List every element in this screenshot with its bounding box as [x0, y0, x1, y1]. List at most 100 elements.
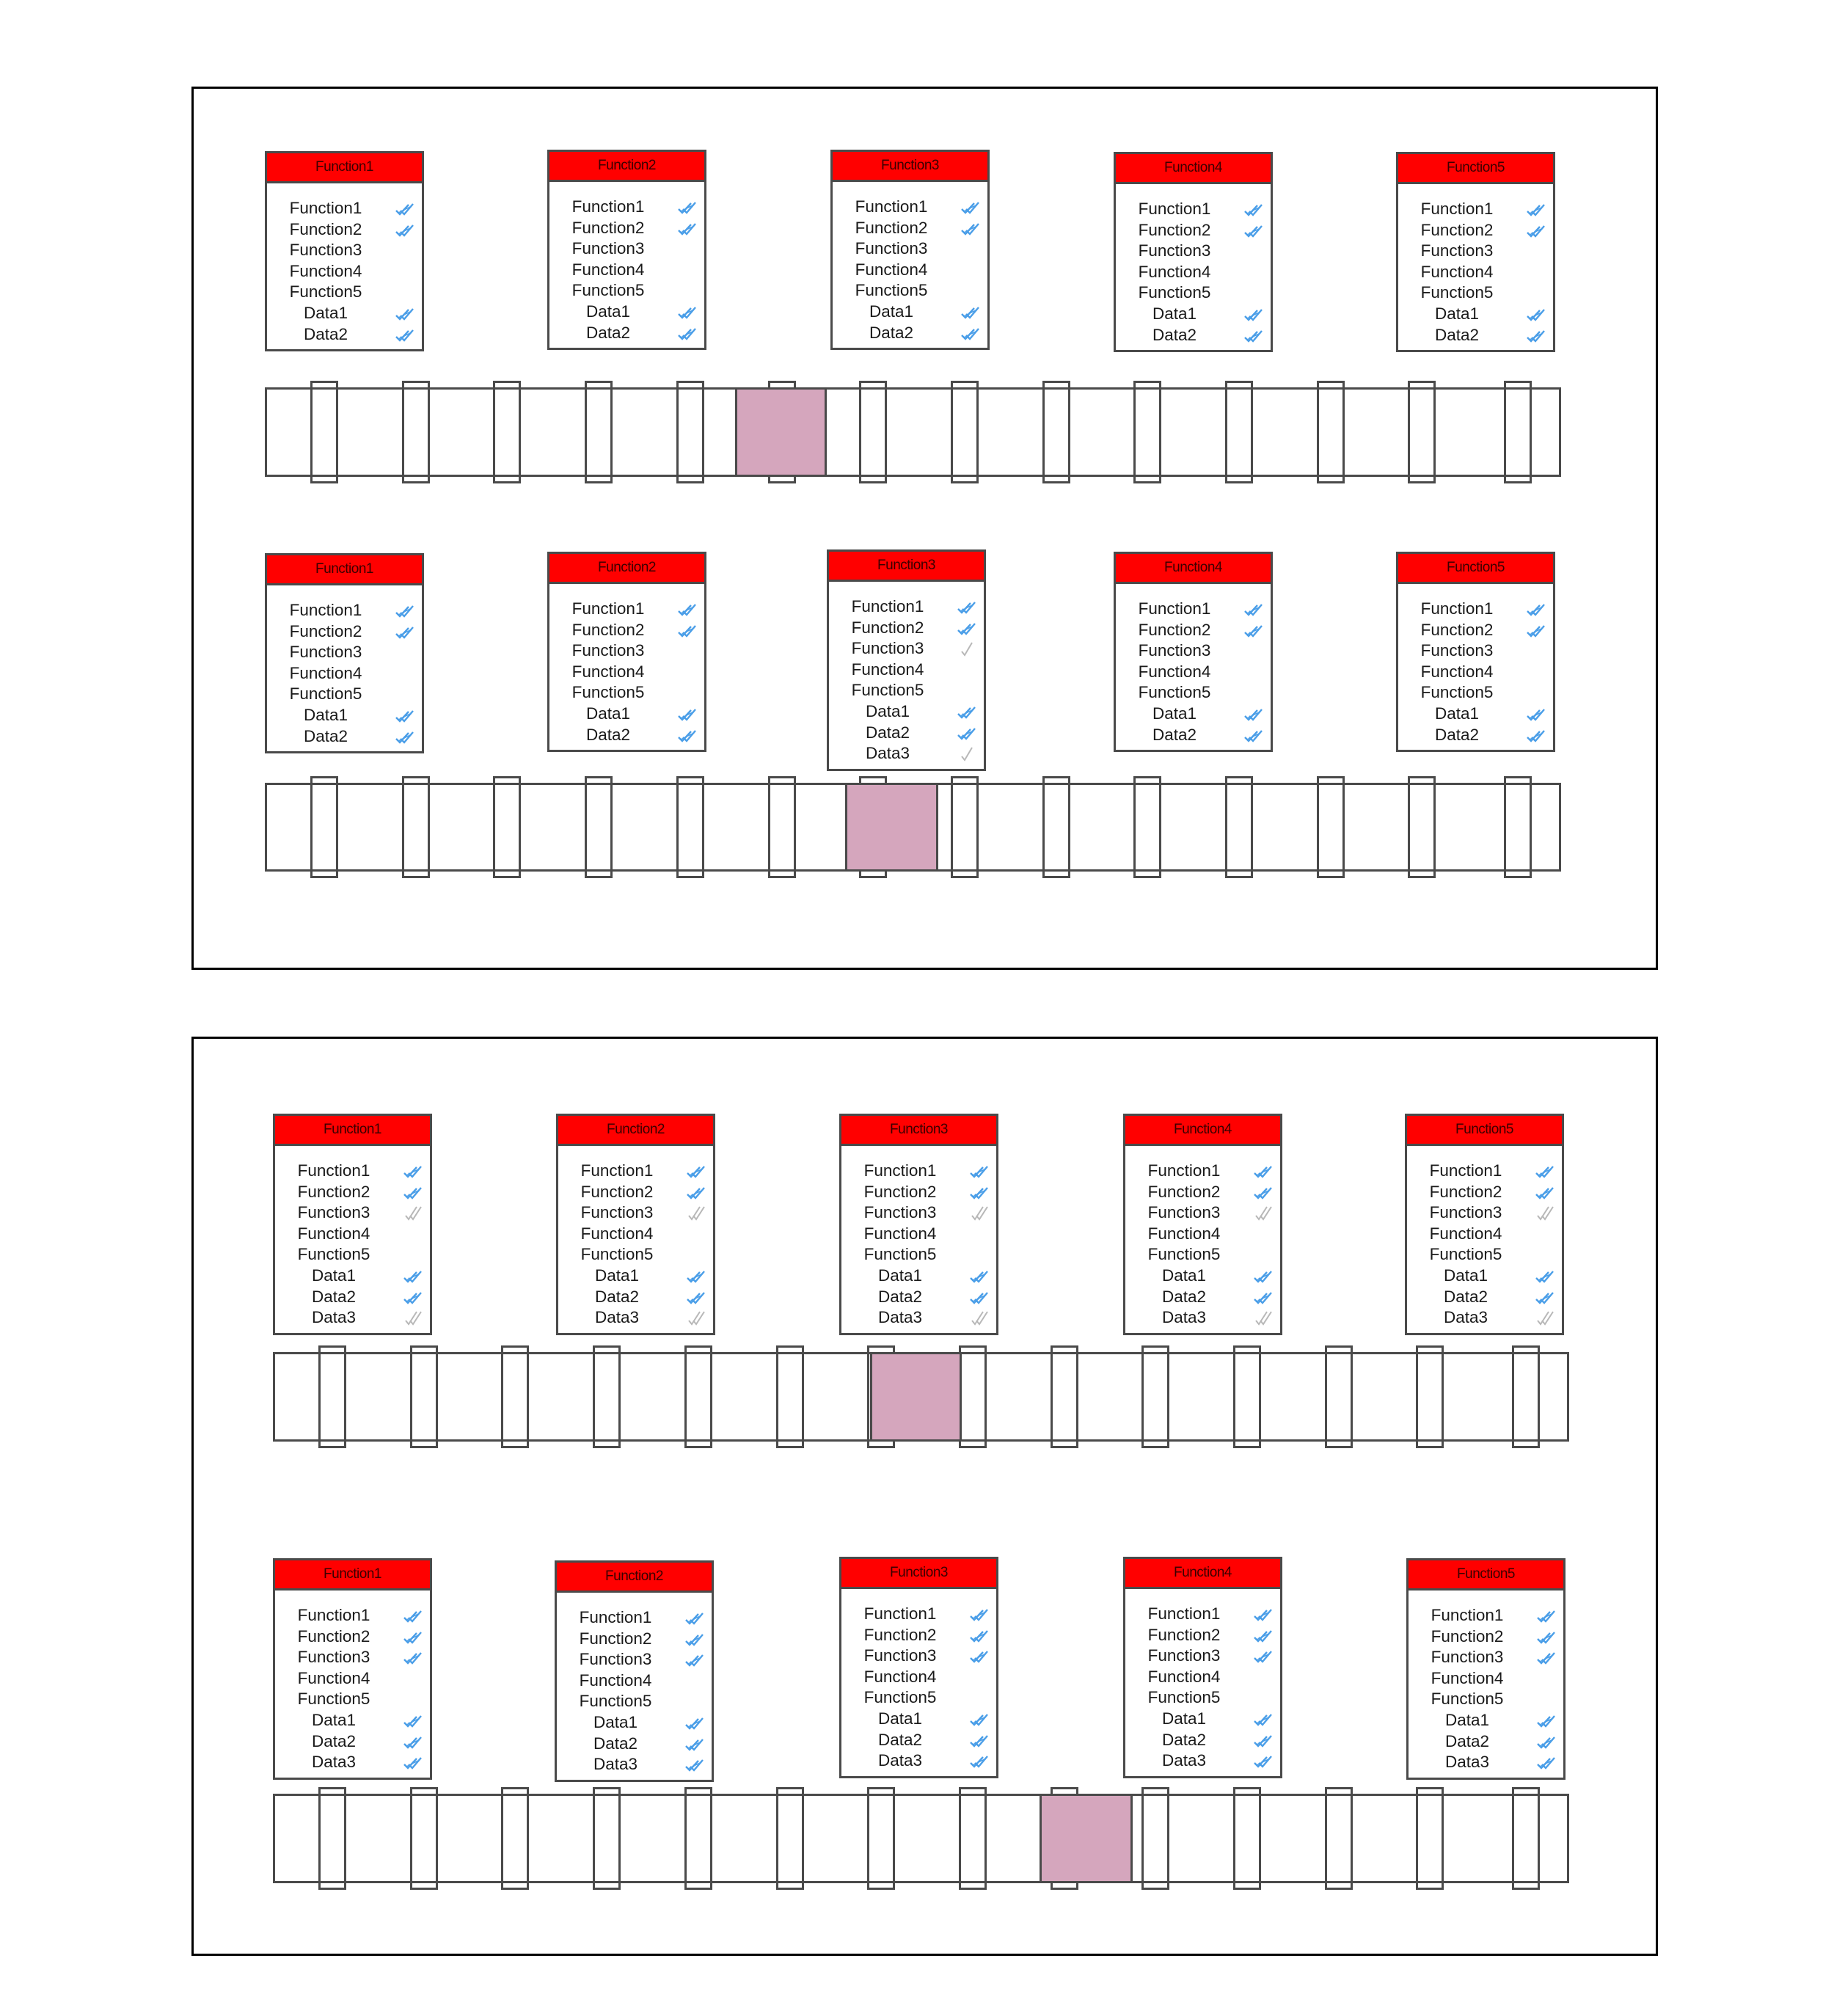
list-item: Data3	[829, 743, 984, 764]
track-rail	[265, 387, 1561, 477]
item-label: Function4	[1147, 1224, 1221, 1243]
list-item: Function5	[275, 1244, 430, 1266]
item-label: Function5	[1147, 1688, 1221, 1707]
item-label: Function1	[571, 599, 645, 618]
double-check-icon	[1252, 1753, 1274, 1769]
list-item: Data1	[275, 1266, 430, 1287]
track-slot	[1408, 381, 1436, 483]
track-slot	[493, 381, 521, 483]
list-item: Function4	[833, 260, 987, 281]
double-check-icon	[394, 200, 416, 216]
track-slot	[959, 1787, 987, 1890]
item-label: Data3	[1443, 1308, 1488, 1327]
item-label: Function3	[855, 239, 928, 258]
item-label: Function2	[579, 1629, 652, 1648]
item-label: Function1	[1147, 1161, 1221, 1180]
item-label: Function5	[571, 683, 645, 702]
double-check-icon	[956, 599, 978, 615]
item-label: Function2	[863, 1625, 937, 1644]
card-title: Function5	[1398, 554, 1553, 584]
item-label: Function1	[1420, 200, 1494, 218]
item-label: Data1	[311, 1266, 357, 1285]
item-label: Function5	[1138, 683, 1211, 702]
item-label: Data2	[1443, 1287, 1488, 1306]
track-slot	[585, 381, 613, 483]
list-item: Data2	[1409, 1731, 1563, 1753]
item-label: Function3	[297, 1203, 370, 1222]
double-check-icon	[1252, 1732, 1274, 1748]
item-label: Data1	[1443, 1266, 1488, 1285]
list-item: Function5	[549, 280, 704, 302]
list-item: Function3	[1407, 1202, 1562, 1224]
double-check-icon	[1243, 622, 1265, 638]
position-marker[interactable]	[735, 387, 827, 477]
double-check-icon	[676, 727, 698, 743]
item-label: Function4	[1420, 262, 1494, 281]
item-label: Function4	[580, 1224, 654, 1243]
card-title: Function4	[1116, 154, 1271, 184]
list-item: Function1	[275, 1161, 430, 1182]
list-item: Function5	[833, 280, 987, 302]
list-item: Function2	[1407, 1182, 1562, 1203]
double-check-icon	[1252, 1289, 1274, 1305]
track-slot	[768, 776, 796, 878]
position-marker[interactable]	[870, 1352, 962, 1442]
double-check-icon	[960, 220, 982, 236]
track-slot	[1512, 1787, 1540, 1890]
item-label: Function4	[579, 1670, 652, 1690]
item-label: Data2	[1152, 325, 1197, 344]
item-label: Function3	[863, 1646, 937, 1665]
position-marker[interactable]	[1040, 1794, 1133, 1883]
item-label: Function2	[289, 219, 362, 238]
grey-double-check-icon	[968, 1205, 990, 1221]
card-title: Function2	[558, 1116, 713, 1146]
track-slot	[493, 776, 521, 878]
item-label: Data1	[585, 302, 631, 321]
item-label: Data1	[1152, 304, 1197, 323]
list-item: Data1	[558, 1266, 713, 1287]
position-marker[interactable]	[845, 783, 938, 872]
item-label: Function4	[855, 260, 928, 279]
list-item: Function5	[1409, 1689, 1563, 1710]
item-label: Function3	[1147, 1646, 1221, 1665]
list-item: Function5	[841, 1244, 996, 1266]
list-item: Function3	[549, 640, 704, 662]
list-item: Function5	[1407, 1244, 1562, 1266]
list-item: Function4	[557, 1670, 712, 1692]
item-label: Function4	[1431, 1668, 1504, 1687]
list-item: Function1	[1398, 599, 1553, 620]
list-item: Data3	[1407, 1307, 1562, 1329]
list-item: Data3	[1409, 1752, 1563, 1773]
track-slot	[410, 1345, 438, 1448]
item-label: Function2	[297, 1182, 370, 1201]
item-label: Function5	[1431, 1690, 1504, 1709]
list-item: Function2	[1409, 1626, 1563, 1648]
item-label: Data2	[1161, 1730, 1207, 1749]
item-label: Data1	[311, 1710, 357, 1729]
item-label: Function5	[851, 681, 924, 700]
